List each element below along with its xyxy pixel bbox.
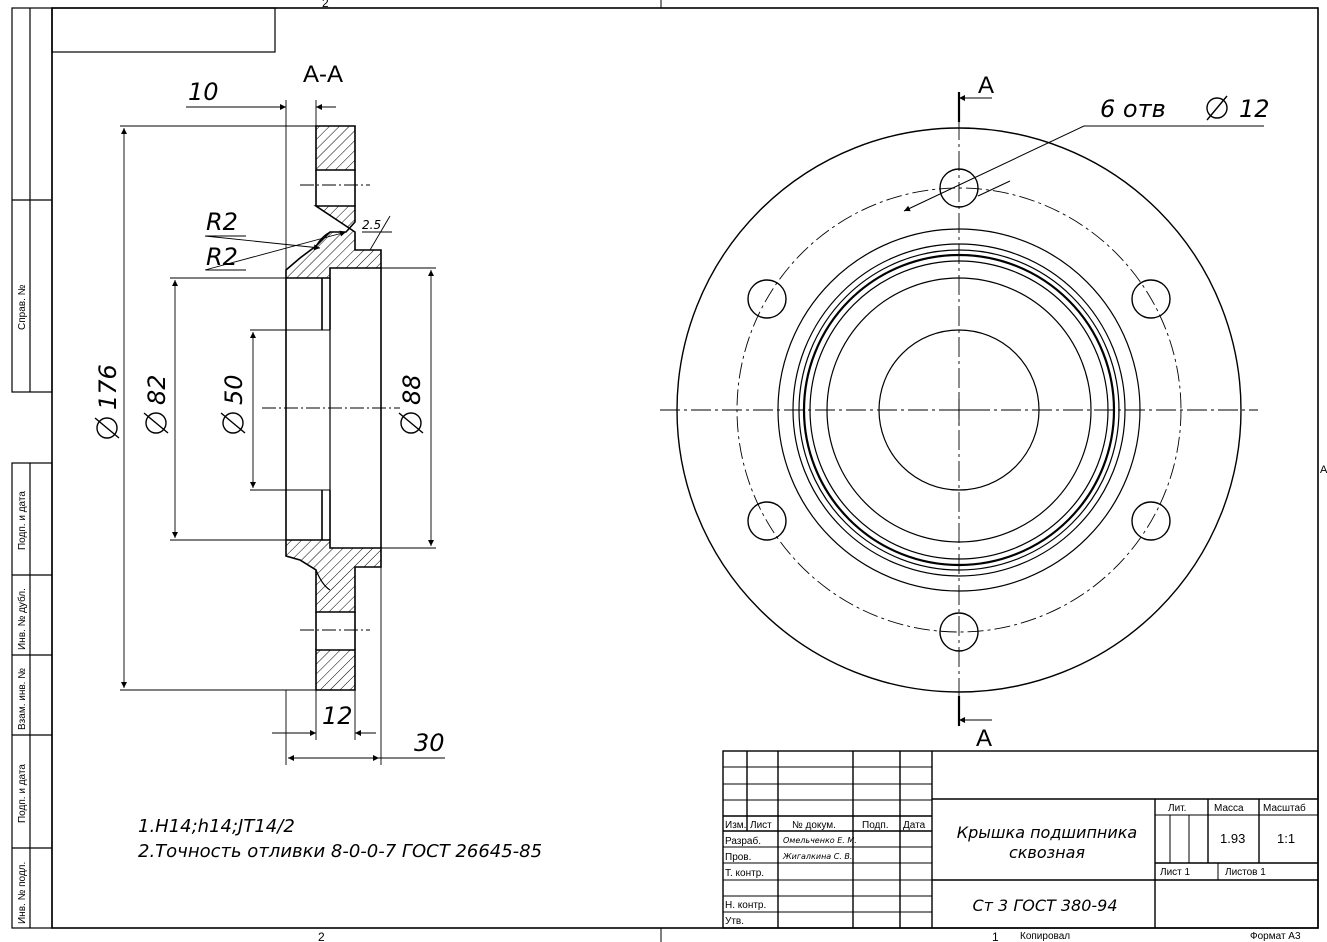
dim-50: 50: [220, 374, 248, 405]
side-vzam-inv: Взам. инв. №: [17, 668, 28, 730]
mass-value: 1.93: [1220, 831, 1245, 846]
col-podp: Подп.: [862, 820, 889, 831]
dim-2-5: 2.5: [362, 218, 381, 232]
dim-12: 12: [322, 702, 353, 730]
col-docnum: № докум.: [792, 820, 836, 831]
row-nkontr: Н. контр.: [725, 900, 766, 911]
flange-top-outer: [315, 125, 356, 171]
format-label: Формат A3: [1250, 931, 1301, 942]
col-list: Лист: [750, 820, 772, 831]
hdr-scale: Масштаб: [1263, 802, 1306, 814]
zone-top-left: 2: [322, 0, 329, 10]
bolt-hole: [747, 279, 787, 319]
copied-label: Копировал: [1020, 931, 1070, 942]
dim-30: 30: [414, 729, 445, 757]
sheet-frame: [51, 0, 1319, 942]
diameter-icon: [1206, 97, 1228, 119]
diameter-icon: [400, 412, 422, 434]
bolt-hole: [1131, 501, 1171, 541]
flange-bottom-outer: [315, 649, 356, 691]
dim-r2-top: R2: [206, 208, 238, 236]
razrab-name: Омельченко Е. М.: [783, 836, 857, 845]
col-izm: Изм.: [725, 820, 746, 831]
dim-r2-bottom: R2: [206, 243, 238, 271]
zone-bottom-right: 1: [992, 930, 999, 942]
dim-176: 176: [94, 364, 122, 410]
side-podp-data-2: Подп. и дата: [17, 764, 28, 823]
dim-82: 82: [143, 374, 171, 405]
title-block: [722, 750, 1319, 929]
bolt-hole: [747, 501, 787, 541]
hdr-lit: Лит.: [1168, 803, 1186, 814]
diameter-icon: [96, 417, 118, 439]
sheet-number: Лист 1: [1160, 867, 1191, 878]
diameter-icon: [222, 412, 244, 434]
flange-top-inner: [285, 205, 382, 279]
hdr-mass: Масса: [1214, 803, 1244, 814]
cut-label-top: А: [978, 72, 994, 99]
zone-bottom-left: 2: [318, 930, 325, 942]
row-prov: Пров.: [725, 852, 751, 863]
part-name-line2: сквозная: [1009, 843, 1085, 862]
col-data: Дата: [903, 820, 926, 831]
material: Ст 3 ГОСТ 380-94: [972, 896, 1117, 915]
bolt-hole: [1131, 279, 1171, 319]
dim-88: 88: [398, 374, 426, 405]
side-podp-data-1: Подп. и дата: [17, 491, 28, 550]
prov-name: Жигалкина С. В.: [782, 852, 852, 861]
dim-10: 10: [188, 78, 219, 106]
zone-right-mark: A: [1320, 464, 1327, 476]
note-1: 1.H14;h14;JT14/2: [138, 816, 295, 837]
side-strip: [11, 7, 53, 929]
sheet-count: Листов 1: [1225, 867, 1266, 878]
flange-bottom-inner: [285, 539, 382, 613]
section-view: А-А 10 R2 R2 12 30 2.5 176 82 50: [94, 61, 445, 765]
row-utv: Утв.: [725, 916, 744, 927]
section-title: А-А: [303, 61, 343, 88]
holes-dia: 12: [1239, 95, 1270, 123]
scale-value: 1:1: [1277, 831, 1295, 846]
front-view: [660, 92, 1264, 726]
holes-callout: 6 отв: [1100, 95, 1166, 123]
row-tkontr: Т. контр.: [725, 868, 764, 879]
note-2: 2.Точность отливки 8-0-0-7 ГОСТ 26645-85: [138, 841, 542, 862]
cut-label-bottom: А: [976, 725, 992, 752]
part-name-line1: Крышка подшипника: [957, 823, 1137, 842]
side-sprav: Справ. №: [17, 284, 28, 330]
row-razrab: Разраб.: [725, 835, 761, 847]
side-inv-dubl: Инв. № дубл.: [16, 588, 28, 650]
diameter-icon: [145, 412, 167, 434]
side-inv-podl: Инв. № подл.: [17, 862, 28, 924]
